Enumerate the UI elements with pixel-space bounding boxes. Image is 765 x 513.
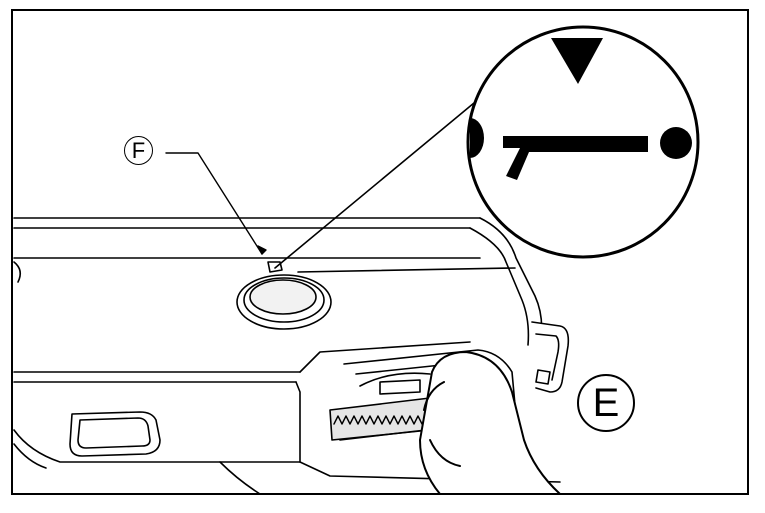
device-body: [13, 217, 561, 495]
callout-label-f: F: [124, 136, 153, 165]
side-port: [69, 411, 161, 457]
callout-e-text: E: [592, 381, 620, 425]
callout-f-leader: [165, 152, 267, 255]
callout-label-e: E: [577, 374, 635, 432]
figure-frame: [11, 9, 749, 495]
side-clip: [531, 321, 570, 393]
callout-f-text: F: [131, 137, 146, 163]
magnifier-detail: [274, 25, 700, 273]
round-button: [236, 261, 332, 330]
finger: [419, 351, 561, 495]
